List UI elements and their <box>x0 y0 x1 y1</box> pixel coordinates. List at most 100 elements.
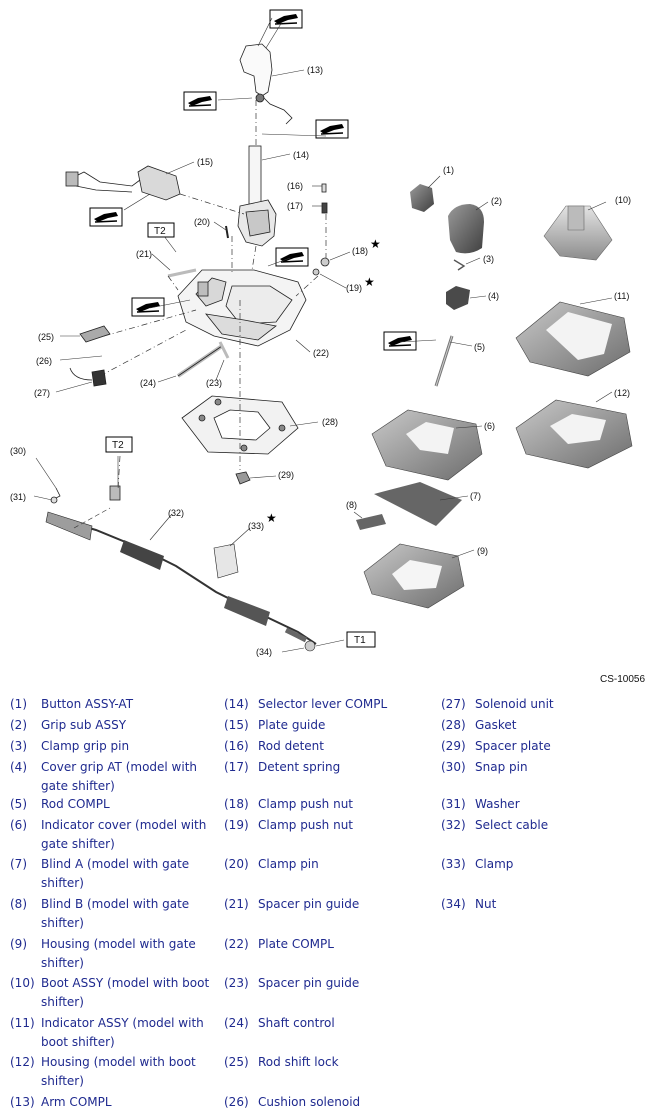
legend-text: Solenoid unit <box>475 697 554 711</box>
legend-text: Select cable <box>475 818 549 832</box>
legend-number: (7) <box>10 857 27 871</box>
legend-text: Grip sub ASSY <box>41 718 127 732</box>
callout-4: (4) <box>488 291 499 301</box>
legend-number: (30) <box>441 760 466 774</box>
figure-code: CS-10056 <box>600 674 645 685</box>
callout-24: (24) <box>140 378 156 388</box>
callout-5: (5) <box>474 342 485 352</box>
legend-number: (20) <box>224 857 249 871</box>
legend-text: Housing (model with gate shifter) <box>41 937 196 970</box>
legend-text: Rod shift lock <box>258 1055 339 1069</box>
legend-number: (10) <box>10 976 35 990</box>
legend-number: (26) <box>224 1095 249 1109</box>
legend-text: Clamp push nut <box>258 818 353 832</box>
callout-21: (21) <box>136 249 152 259</box>
callout-20: (20) <box>194 217 210 227</box>
legend-number: (11) <box>10 1016 35 1030</box>
assembly-guide-lines <box>99 100 327 491</box>
legend-number: (8) <box>10 897 27 911</box>
svg-text:★: ★ <box>266 511 277 525</box>
callout-26: (26) <box>36 356 52 366</box>
callout-14: (14) <box>293 150 309 160</box>
callout-6: (6) <box>484 421 495 431</box>
callout-9: (9) <box>477 546 488 556</box>
parts-legend: (1) Button ASSY-AT (2) Grip sub ASSY (3) Clam… <box>0 692 652 1112</box>
callout-34: (34) <box>256 647 272 657</box>
legend-number: (1) <box>10 697 27 711</box>
legend-number: (9) <box>10 937 27 951</box>
legend-text: Spacer pin guide <box>258 976 360 990</box>
legend-number: (13) <box>10 1095 35 1109</box>
legend-number: (3) <box>10 739 27 753</box>
legend-number: (34) <box>441 897 466 911</box>
legend-text: Plate guide <box>258 718 326 732</box>
legend-text: Shaft control <box>258 1016 335 1030</box>
select-cable <box>45 507 317 652</box>
callout-3: (3) <box>483 254 494 264</box>
callout-15: (15) <box>197 157 213 167</box>
legend-text: Rod COMPL <box>41 797 110 811</box>
callout-10: (10) <box>615 195 631 205</box>
callout-17: (17) <box>287 201 303 211</box>
torque-tag-t2-upper: T2 <box>147 222 175 238</box>
callout-30: (30) <box>10 446 26 456</box>
callout-13: (13) <box>307 65 323 75</box>
callout-27: (27) <box>34 388 50 398</box>
legend-text: Selector lever COMPL <box>258 697 388 711</box>
legend-text: Spacer pin guide <box>258 897 360 911</box>
legend-number: (33) <box>441 857 466 871</box>
callout-12: (12) <box>614 388 630 398</box>
exploded-parts-diagram: ★ ★ ★ T2 T2 T1 (1) (2) (3) (4) <box>10 9 645 685</box>
callout-11: (11) <box>614 291 629 301</box>
callout-1: (1) <box>443 165 454 175</box>
legend-number: (29) <box>441 739 466 753</box>
legend-number: (17) <box>224 760 249 774</box>
callout-7: (7) <box>470 491 481 501</box>
legend-number: (18) <box>224 797 249 811</box>
legend-number: (6) <box>10 818 27 832</box>
legend-number: (24) <box>224 1016 249 1030</box>
legend-number: (31) <box>441 797 466 811</box>
legend-text: Cover grip AT (model with gate shifter) <box>41 760 198 793</box>
legend-text: Cushion solenoid <box>258 1095 361 1109</box>
legend-text: Rod detent <box>258 739 324 753</box>
legend-text: Arm COMPL <box>41 1095 112 1109</box>
legend-text: Washer <box>475 797 520 811</box>
legend-text: Snap pin <box>475 760 528 774</box>
callout-8: (8) <box>346 500 357 510</box>
torque-tag-t1: T1 <box>346 631 376 648</box>
legend-text: Boot ASSY (model with boot shifter) <box>41 976 210 1009</box>
svg-text:★: ★ <box>364 275 375 289</box>
legend-number: (16) <box>224 739 249 753</box>
rendered-parts <box>356 184 633 609</box>
legend-text: Spacer plate <box>475 739 551 753</box>
legend-text: Clamp push nut <box>258 797 353 811</box>
legend-number: (5) <box>10 797 27 811</box>
legend-text: Nut <box>475 897 497 911</box>
legend-number: (28) <box>441 718 466 732</box>
callout-labels: (1) (2) (3) (4) (5) (6) (7) (8) (9) (10)… <box>10 65 631 657</box>
legend-text: Button ASSY-AT <box>41 697 134 711</box>
legend-number: (23) <box>224 976 249 990</box>
callout-16: (16) <box>287 181 303 191</box>
star-marks: ★ ★ ★ <box>266 237 381 525</box>
svg-text:★: ★ <box>370 237 381 251</box>
legend-text: Blind B (model with gate shifter) <box>41 897 190 930</box>
legend-number: (2) <box>10 718 27 732</box>
leader-lines <box>33 17 613 653</box>
callout-18: (18) <box>352 246 368 256</box>
legend-number: (22) <box>224 937 249 951</box>
legend-text: Clamp <box>475 857 514 871</box>
legend-text: Housing (model with boot shifter) <box>41 1055 196 1088</box>
legend-number: (21) <box>224 897 249 911</box>
legend-number: (15) <box>224 718 249 732</box>
callout-2: (2) <box>491 196 502 206</box>
callout-19: (19) <box>346 283 362 293</box>
legend-number: (4) <box>10 760 27 774</box>
callout-31: (31) <box>10 492 26 502</box>
legend-text: Clamp grip pin <box>41 739 130 753</box>
callout-23: (23) <box>206 378 222 388</box>
callout-25: (25) <box>38 332 54 342</box>
legend-text: Detent spring <box>258 760 341 774</box>
svg-text:T2: T2 <box>112 440 124 451</box>
